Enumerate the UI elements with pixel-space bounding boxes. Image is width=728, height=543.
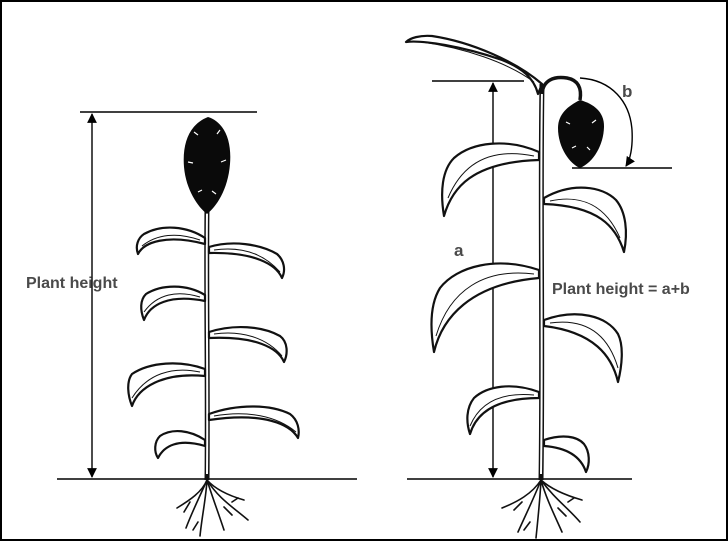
left-roots — [177, 480, 248, 536]
segment-b-label: b — [622, 82, 632, 101]
plant-height-formula-label: Plant height = a+b — [552, 281, 690, 298]
right-peduncle — [542, 78, 580, 100]
plant-height-label: Plant height — [26, 275, 118, 292]
left-leaves — [128, 228, 299, 458]
right-flag-leaf — [406, 36, 542, 94]
right-leaves — [432, 143, 626, 472]
right-plant: a b Plant height = a+b — [406, 36, 690, 538]
left-panicle — [184, 117, 231, 214]
right-roots — [502, 480, 582, 538]
segment-a-label: a — [454, 241, 464, 260]
left-plant: Plant height — [26, 112, 357, 536]
right-panicle — [558, 100, 604, 168]
